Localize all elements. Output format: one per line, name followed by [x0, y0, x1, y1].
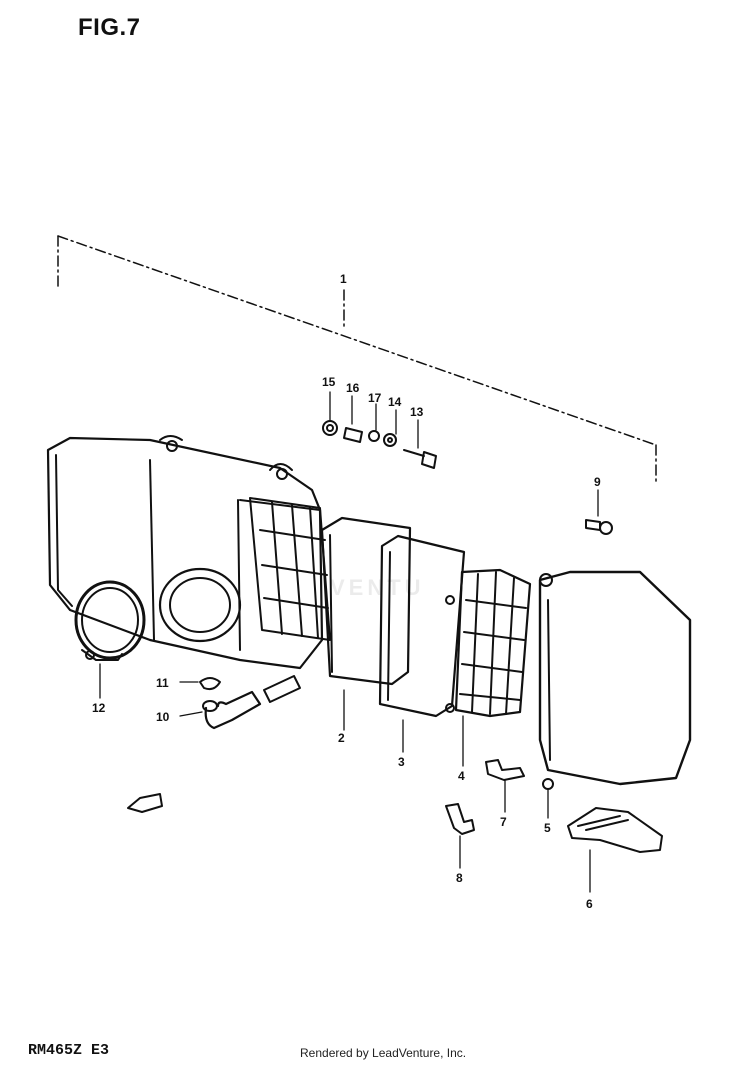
callout-4: 4: [458, 769, 465, 783]
washer-17: [368, 430, 380, 442]
callout-17: 17: [368, 391, 382, 405]
drain-hose-10: [202, 675, 301, 730]
guide-6: [567, 807, 663, 853]
callout-15: 15: [322, 375, 336, 389]
callout-5: 5: [544, 821, 551, 835]
leader-lines: [99, 391, 599, 893]
credit-text: Rendered by LeadVenture, Inc.: [300, 1046, 467, 1060]
front-arrow: [127, 793, 163, 813]
callout-11: 11: [156, 676, 169, 690]
callout-9: 9: [594, 475, 601, 489]
grommet-15: [322, 420, 338, 436]
callout-6: 6: [586, 897, 593, 911]
model-code: RM465Z E3: [28, 1042, 110, 1059]
callout-8: 8: [456, 871, 463, 885]
filter-element-3: [378, 534, 466, 718]
callout-16: 16: [346, 381, 360, 395]
watermark: VENTU: [330, 575, 425, 600]
clip-11: [199, 677, 221, 691]
washer-14: [383, 433, 397, 447]
air-cleaner-case: [46, 435, 324, 670]
callout-1: 1: [340, 272, 347, 286]
callout-3: 3: [398, 755, 405, 769]
callout-labels: 1 2 3 4 5 6 7 8 9 10 11 12 13 14 15 16 1…: [92, 272, 601, 911]
callout-10: 10: [156, 710, 170, 724]
filter-element-2: [320, 516, 412, 686]
spacer-16: [343, 427, 363, 443]
cover-5: [538, 570, 692, 790]
callout-2: 2: [338, 731, 345, 745]
clip-8: [445, 803, 475, 835]
filter-cage-4: [445, 568, 532, 718]
callout-14: 14: [388, 395, 402, 409]
clip-7: [485, 759, 525, 781]
callout-7: 7: [500, 815, 507, 829]
clamp-12: [74, 580, 146, 661]
callout-12: 12: [92, 701, 106, 715]
bolt-13: [403, 449, 437, 469]
case-filter-cage: [249, 497, 331, 641]
assembly-bracket: [57, 235, 657, 483]
callout-13: 13: [410, 405, 424, 419]
fig-title: FIG.7: [78, 14, 141, 41]
screw-9: [585, 519, 613, 535]
